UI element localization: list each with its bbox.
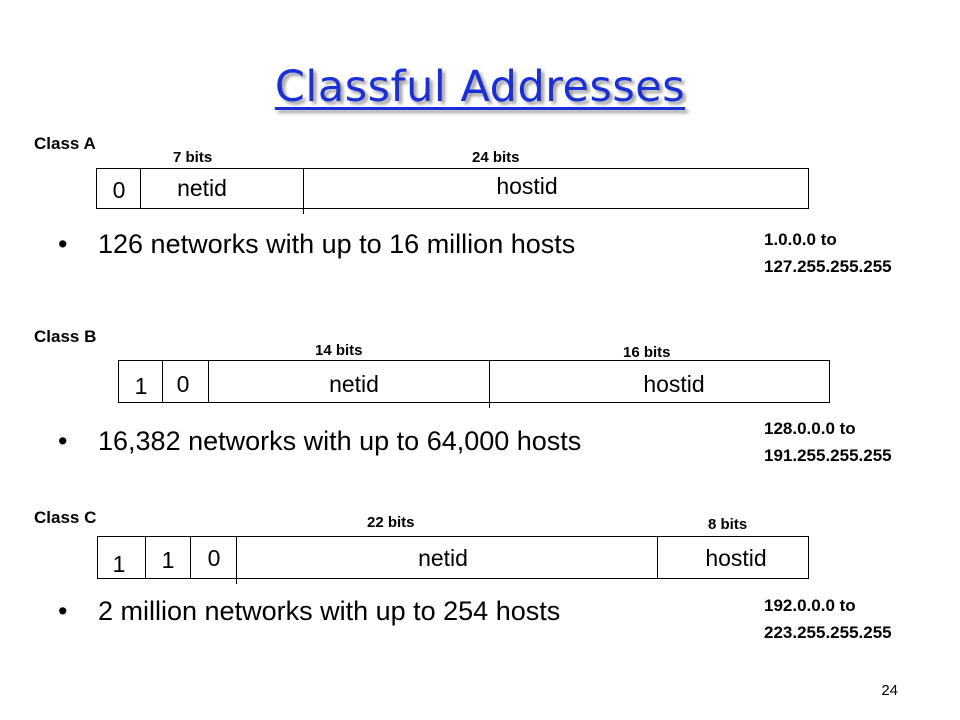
class-c-range-end: 223.255.255.255 (764, 623, 892, 642)
class-c-divider-2 (190, 537, 191, 578)
class-c-bullet-text: 2 million networks with up to 254 hosts (98, 596, 561, 626)
class-b-divider-1 (162, 361, 163, 402)
class-c-label: Class C (34, 508, 97, 527)
class-a-divider-2 (303, 169, 304, 214)
class-c-divider-3 (236, 537, 237, 584)
class-c-field-bit0: 1 (112, 551, 126, 577)
class-a-bullet: • 126 networks with up to 16 million hos… (58, 229, 575, 260)
class-b-field-hostid: hostid (643, 371, 705, 397)
class-b-bullet: • 16,382 networks with up to 64,000 host… (58, 426, 581, 457)
class-c-field-bit1: 1 (161, 547, 175, 573)
class-a-hostid-bits: 24 bits (472, 149, 520, 166)
class-a-bullet-text: 126 networks with up to 16 million hosts (98, 229, 576, 259)
bullet-point-icon: • (58, 596, 68, 626)
class-a-divider-1 (140, 169, 141, 208)
class-b-divider-3 (489, 361, 490, 408)
class-c-bullet: • 2 million networks with up to 254 host… (58, 596, 560, 627)
class-a-range-start: 1.0.0.0 to (764, 230, 837, 249)
class-b-field-bit1: 0 (176, 371, 190, 397)
class-a-range-end: 127.255.255.255 (764, 257, 892, 276)
class-b-hostid-bits: 16 bits (623, 344, 671, 361)
class-b-field-bit0: 1 (134, 373, 148, 399)
page-title: Classful Addresses (274, 62, 686, 112)
class-c-field-netid: netid (418, 545, 468, 571)
class-b-label: Class B (34, 327, 97, 346)
page-number: 24 (881, 682, 898, 699)
class-a-address-box: 0 netid hostid (96, 168, 809, 214)
class-c-range: 192.0.0.0 to 223.255.255.255 (764, 592, 892, 646)
class-c-range-start: 192.0.0.0 to (764, 596, 856, 615)
class-b-divider-2 (208, 361, 209, 402)
class-c-divider-1 (145, 537, 146, 578)
class-a-field-netid: netid (177, 175, 227, 201)
class-c-address-box: 1 1 0 netid hostid (97, 536, 809, 584)
class-b-field-netid: netid (329, 371, 379, 397)
class-a-netid-bits: 7 bits (173, 149, 213, 166)
class-b-range-start: 128.0.0.0 to (764, 419, 856, 438)
class-a-field-bit0: 0 (112, 177, 126, 203)
class-b-bullet-text: 16,382 networks with up to 64,000 hosts (98, 426, 582, 456)
class-b-netid-bits: 14 bits (315, 342, 363, 359)
class-a-field-hostid: hostid (496, 173, 558, 199)
class-b-address-box: 1 0 netid hostid (118, 360, 830, 408)
class-c-hostid-bits: 8 bits (708, 516, 748, 533)
class-a-range: 1.0.0.0 to 127.255.255.255 (764, 226, 892, 280)
bullet-point-icon: • (58, 426, 68, 456)
class-c-divider-4 (657, 537, 658, 578)
bullet-point-icon: • (58, 229, 68, 259)
class-c-field-hostid: hostid (705, 545, 767, 571)
class-b-range-end: 191.255.255.255 (764, 446, 892, 465)
class-c-netid-bits: 22 bits (367, 514, 415, 531)
class-a-label: Class A (34, 134, 96, 153)
class-b-range: 128.0.0.0 to 191.255.255.255 (764, 415, 892, 469)
class-c-field-bit2: 0 (207, 545, 221, 571)
